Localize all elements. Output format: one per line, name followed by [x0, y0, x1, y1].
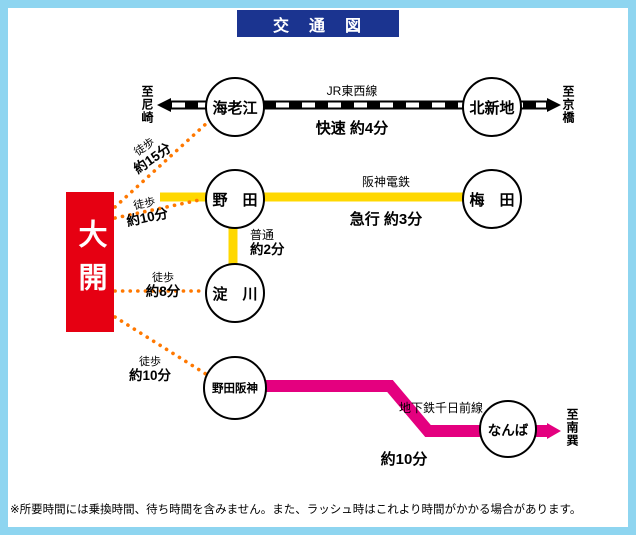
walk-yodogawa-mode: 徒歩 [152, 272, 174, 284]
station-noda: 野 田 [205, 169, 265, 229]
station-nodahanshin-label: 野田阪神 [212, 383, 258, 395]
station-kitashinchi: 北新地 [462, 77, 522, 137]
walk-nodahanshin-mode: 徒歩 [139, 356, 161, 368]
subway-line-time: 約10分 [380, 451, 428, 468]
hanshin-local-time: 約2分 [250, 242, 285, 257]
direction-minamitatsumi: 至南巽 [565, 408, 579, 447]
walk-yodogawa-time: 約8分 [145, 284, 181, 299]
daikai-station-box: 大開 [66, 192, 114, 332]
station-namba-label: なんば [487, 423, 529, 438]
station-ebie: 海老江 [205, 77, 265, 137]
station-umeda-label: 梅 田 [469, 191, 515, 209]
hanshin-local-type: 普通 [250, 228, 275, 242]
walk-label-yodogawa: 徒歩 約8分 [134, 272, 192, 299]
station-namba: なんば [479, 400, 537, 458]
walk-label-nodahanshin: 徒歩 約10分 [121, 356, 179, 383]
page-title: 交 通 図 [272, 17, 363, 35]
hanshin-line-service: 急行 約3分 [349, 211, 423, 228]
daikai-station-label: 大開 [74, 219, 106, 305]
station-kitashinchi-label: 北新地 [469, 99, 515, 117]
station-yodogawa: 淀 川 [205, 263, 265, 323]
station-noda-label: 野 田 [212, 191, 258, 209]
station-umeda: 梅 田 [462, 169, 522, 229]
station-ebie-label: 海老江 [212, 99, 258, 117]
hanshin-line-name: 阪神電鉄 [361, 175, 411, 189]
station-yodogawa-label: 淀 川 [212, 285, 258, 303]
station-nodahanshin: 野田阪神 [203, 356, 267, 420]
jr-line-name: JR東西線 [326, 84, 378, 98]
direction-kyobashi: 至京橋 [561, 85, 575, 124]
footnote: ※所要時間には乗換時間、待ち時間を含みません。また、ラッシュ時はこれより時間がか… [10, 504, 582, 516]
subway-line-name: 地下鉄千日前線 [398, 401, 484, 415]
hanshin-local-label: 普通 約2分 [250, 229, 285, 258]
jr-line-service: 快速 約4分 [315, 120, 389, 137]
direction-amagasaki: 至尼崎 [140, 85, 154, 124]
walk-nodahanshin-time: 約10分 [128, 368, 172, 383]
title-bar: 交 通 図 [237, 10, 399, 37]
